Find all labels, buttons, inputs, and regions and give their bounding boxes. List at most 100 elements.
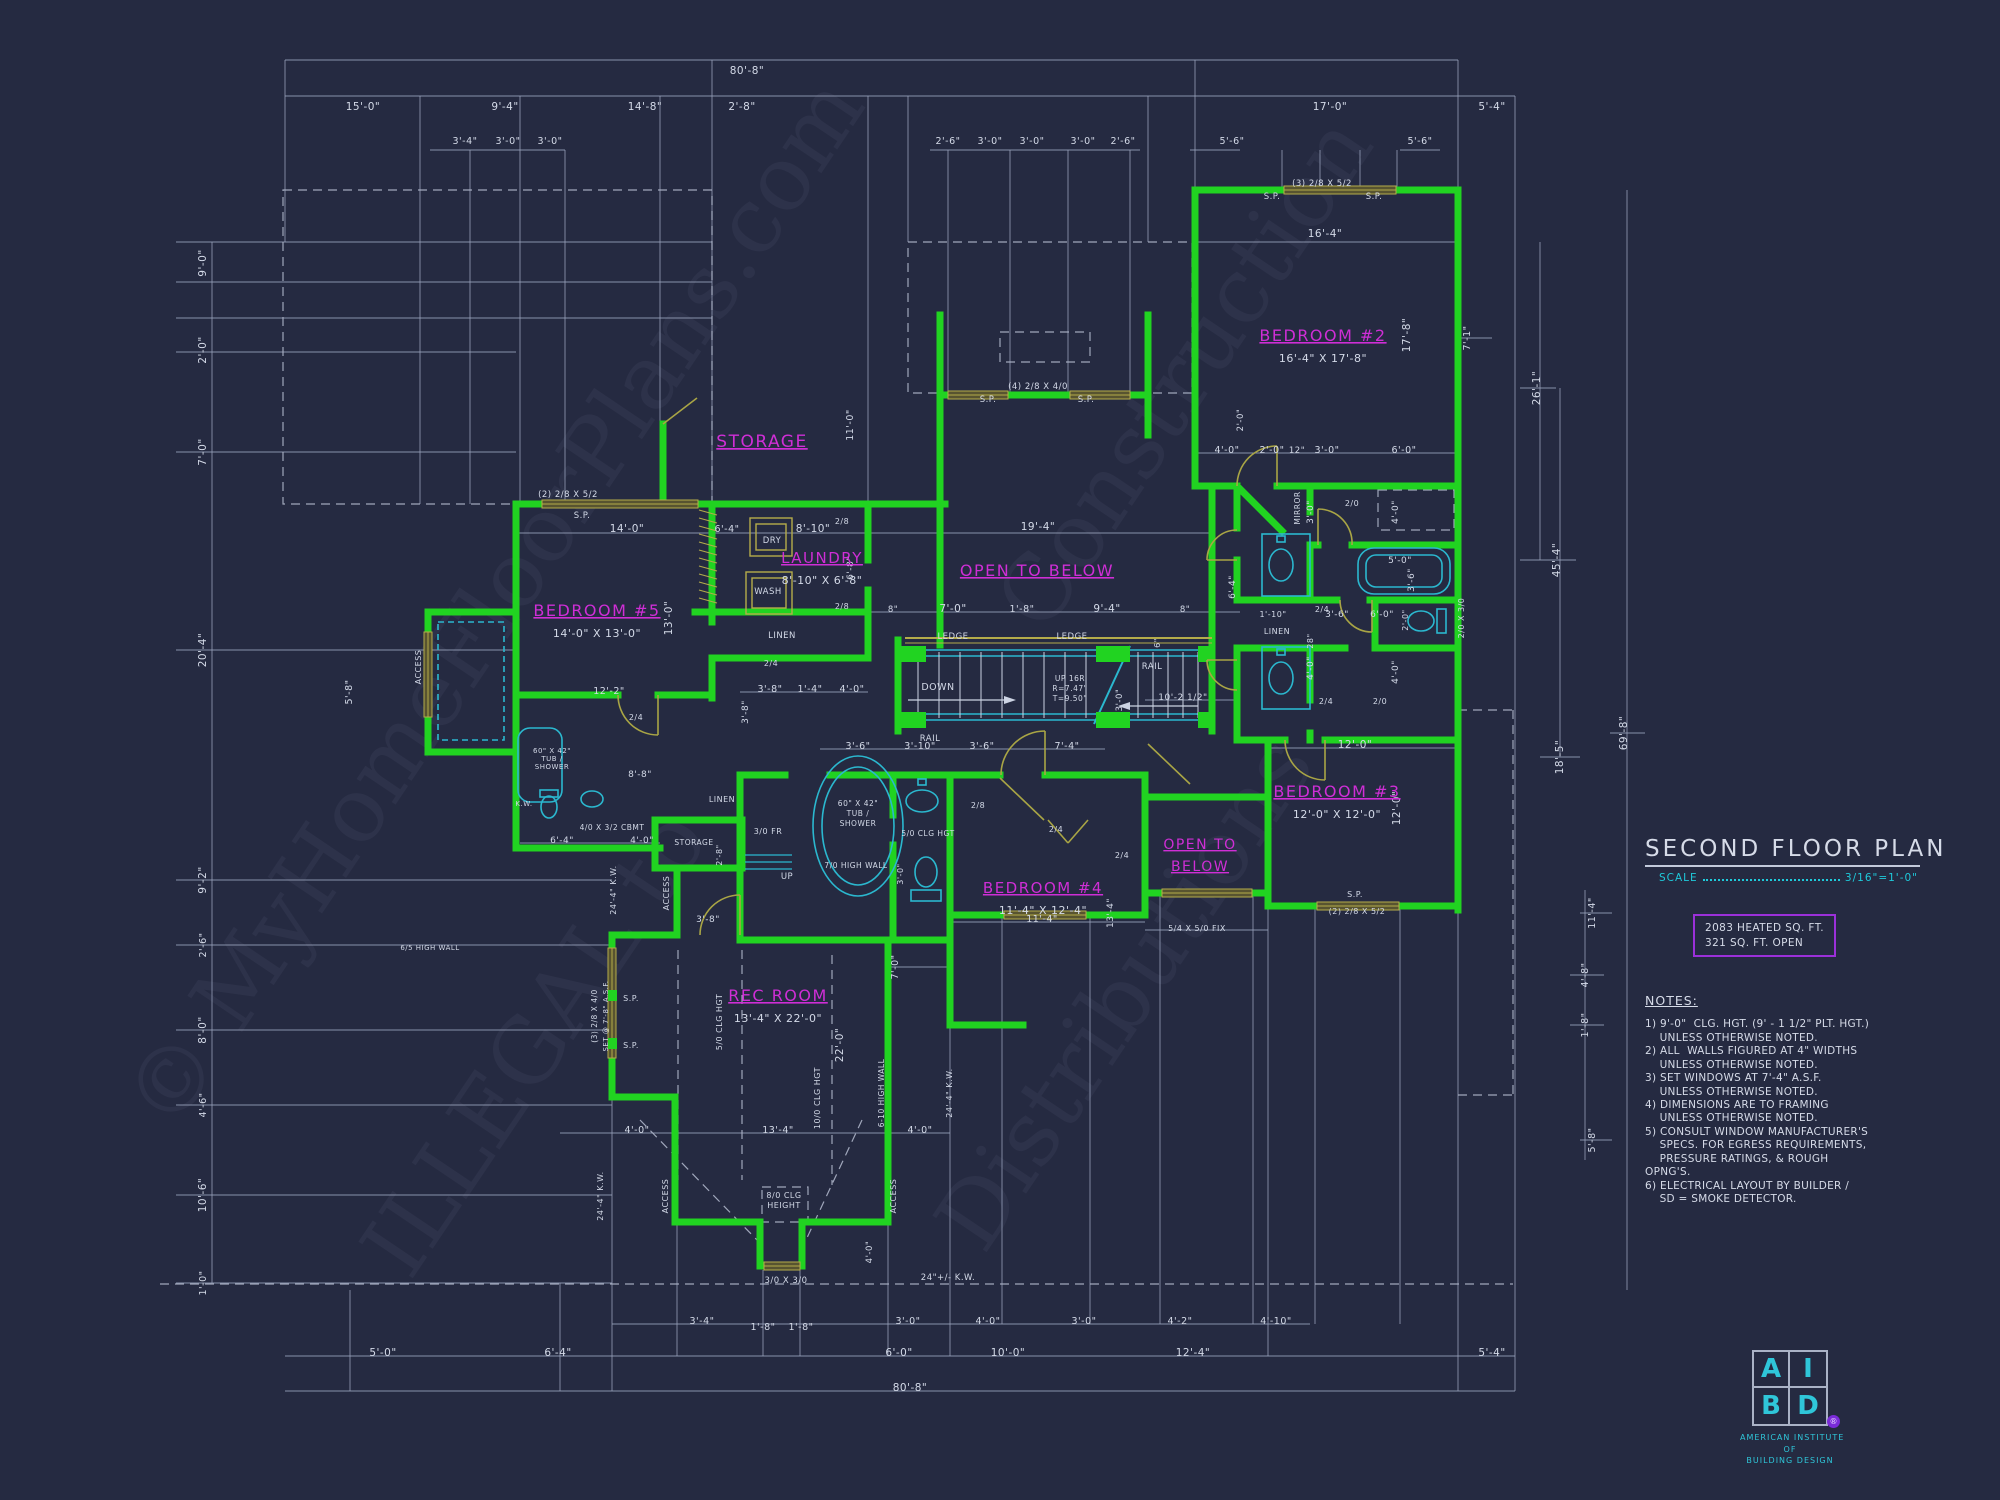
dim-text: DOWN — [921, 682, 954, 693]
dim-text: 6'-8" — [846, 556, 856, 580]
dim-text: 2'-6" — [936, 136, 961, 147]
note-line: UNLESS OTHERWISE NOTED. — [1645, 1112, 1818, 1125]
dim-text: LINEN — [768, 631, 796, 641]
dim-text: 5'-8" — [1587, 1128, 1598, 1153]
room-label: BEDROOM #3 — [1273, 782, 1400, 801]
note-line: UNLESS OTHERWISE NOTED. — [1645, 1085, 1818, 1098]
dim-text: 2/8 — [835, 602, 849, 611]
newel-post — [898, 646, 926, 662]
dim-text: 6/5 HIGH WALL — [400, 944, 459, 952]
dim-text: 2/4 — [1115, 851, 1129, 860]
dim-text: 8'-8" — [628, 770, 652, 780]
vanity-counter — [1261, 533, 1311, 597]
dim-text: 17'-0" — [1313, 101, 1348, 113]
dim-text: 80'-8" — [893, 1382, 928, 1394]
door-swing-path — [617, 397, 1373, 936]
dim-text: 3'-8" — [741, 700, 751, 724]
newel-post — [1198, 712, 1212, 728]
dim-text: 13'-4" — [1106, 898, 1116, 928]
dim-text: 1'-8" — [789, 1322, 814, 1333]
dim-text: 12'-4" — [1176, 1347, 1211, 1359]
open-area: 321 SQ. FT. OPEN — [1705, 936, 1804, 949]
dim-text: 2/0 — [1345, 499, 1359, 508]
toilet-bowl — [1407, 610, 1435, 632]
dim-text: 6'-0" — [1392, 445, 1417, 456]
dim-text: 5'-0" — [369, 1347, 396, 1359]
bathtub — [1357, 547, 1451, 595]
bathtub — [517, 727, 563, 803]
dim-text: 9'-2" — [197, 866, 209, 893]
dim-text: 5'-4" — [1478, 1347, 1505, 1359]
dim-text: 3'-0" — [1071, 136, 1096, 147]
dim-text: 16'-4" — [1308, 228, 1343, 240]
room-label: LAUNDRY — [781, 549, 863, 567]
dim-text: T=9.50" — [1052, 694, 1088, 703]
staircase — [898, 637, 1212, 728]
sill-plate — [608, 990, 617, 1001]
dim-text: 60" X 42" — [533, 747, 571, 755]
toilet-tank — [1436, 608, 1447, 634]
dim-text: 10'-2 1/2" — [1158, 693, 1207, 703]
dim-text: 24'-4" K.W. — [596, 1171, 605, 1220]
line — [698, 589, 718, 596]
aibd-logo: A I B D ® AMERICAN INSTITUTE OF BUILDING… — [1740, 1350, 1843, 1467]
logo-letter-b: B — [1754, 1388, 1790, 1424]
dim-text: 7'-0" — [939, 603, 966, 615]
dim-text: 2'-0" — [1236, 409, 1246, 432]
dim-text: 2/4 — [629, 713, 643, 722]
dim-text: LINEN — [709, 795, 735, 804]
note-line: SPECS. FOR EGRESS REQUIREMENTS, — [1645, 1139, 1867, 1152]
line — [698, 509, 718, 516]
toilet-tank — [910, 889, 942, 902]
dim-text: 2/4 — [764, 659, 778, 668]
line — [698, 533, 718, 540]
dim-text: S.P. — [1078, 395, 1095, 405]
dim-text: LINEN — [1264, 627, 1290, 636]
dim-text: 5/0 CLG HGT — [715, 994, 724, 1051]
line — [698, 581, 718, 588]
door-swings — [617, 397, 1373, 936]
dim-text: 6'-0" — [885, 1347, 912, 1359]
dim-text: 3'-6" — [1325, 610, 1349, 620]
dim-text: S.P. — [980, 395, 997, 405]
dim-text: 15'-0" — [346, 101, 381, 113]
dimension-lines — [176, 59, 1645, 1392]
dim-text: 3'-8" — [696, 915, 720, 925]
dim-text: 5'-6" — [1408, 136, 1433, 147]
room-dimensions: 12'-0" X 12'-0" — [1293, 808, 1381, 821]
dim-text: 4'-2" — [1168, 1316, 1193, 1327]
appliance — [755, 523, 787, 551]
watermark-text: © MyHomeFloorPlans.com — [104, 59, 885, 1147]
dim-text: 14'-0" — [610, 523, 645, 535]
bathtub-inner — [1365, 554, 1443, 588]
dim-text: (3) 2/8 X 4/0 — [590, 989, 599, 1043]
dim-text: S.P. — [623, 1041, 639, 1050]
dim-text: 3'-0" — [1072, 1316, 1097, 1327]
dim-text: 10'-6" — [197, 1178, 209, 1213]
dim-text: 9'-4" — [491, 101, 518, 113]
dim-text: 4'-0" — [1391, 660, 1401, 684]
line — [698, 557, 718, 564]
dim-text: 26'-1" — [1531, 371, 1543, 406]
room-dimensions: 8'-10" X 6'-8" — [782, 574, 863, 587]
sink — [1268, 661, 1294, 695]
toilet-bowl — [540, 795, 558, 819]
note-line: UNLESS OTHERWISE NOTED. — [1645, 1031, 1818, 1044]
dim-text: 3'-0" — [538, 136, 563, 147]
dim-text: 5/4 X 5/0 FIX — [1168, 924, 1226, 933]
logo-letter-i: I — [1790, 1352, 1826, 1388]
dim-text: 3'-0" — [1115, 689, 1125, 712]
dim-text: 6'-0" — [1370, 610, 1394, 620]
dim-text: 2/4 — [1315, 605, 1329, 614]
vanity-counter — [1261, 646, 1311, 710]
dim-text: 3'-0" — [496, 136, 521, 147]
dim-text: ACCESS — [661, 1179, 670, 1214]
dim-text: 24"+/- K.W. — [921, 1273, 975, 1283]
dim-text: 10/0 CLG HGT — [813, 1067, 822, 1129]
dim-text: WASH — [754, 587, 782, 597]
dim-text: 3/0 X 3/0 — [764, 1276, 807, 1286]
dim-text: 6'-4" — [544, 1347, 571, 1359]
dim-text: MIRROR — [1293, 491, 1302, 524]
dim-text: 2/0 — [1373, 697, 1387, 706]
